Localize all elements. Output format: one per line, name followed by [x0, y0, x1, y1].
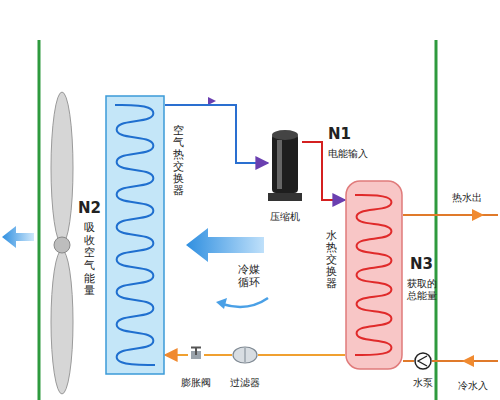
coil — [115, 105, 155, 365]
exchanger-body — [106, 96, 164, 374]
node-label: 空气热交换器 — [173, 125, 184, 198]
node-label: 膨胀阀 — [181, 376, 211, 390]
node-outline — [345, 180, 403, 370]
water-pump: 水泵 — [414, 352, 432, 370]
node-outline — [105, 95, 165, 375]
compressor: 压缩机 — [268, 128, 302, 203]
air-heat-exchanger: 空气热交换器 — [105, 95, 165, 375]
frame-line — [38, 40, 41, 400]
energy-callout: N3 — [410, 256, 433, 273]
energy-note: 吸收空气能量 — [84, 222, 95, 298]
compressor-top — [272, 130, 298, 140]
airflow-arrow — [186, 228, 264, 262]
refrigerant-pipe — [204, 354, 232, 356]
cycle-arrow — [222, 298, 268, 307]
node-outline — [414, 352, 432, 370]
compressor-base — [268, 193, 302, 201]
node-label: 压缩机 — [270, 210, 300, 224]
water-heat-exchanger: 水热交换器 — [345, 180, 403, 370]
refrigerant-pipe — [258, 354, 345, 356]
fan — [51, 92, 73, 394]
flow-arrow — [462, 355, 474, 367]
flow-arrow — [208, 97, 216, 105]
node-label: 水泵 — [413, 376, 433, 390]
pipe-label: 热水出 — [452, 192, 482, 204]
compressor-body — [272, 134, 298, 193]
node-outline — [188, 346, 204, 364]
energy-callout: N2 — [78, 200, 101, 217]
pump-impeller — [418, 356, 427, 366]
valve-handle — [191, 347, 201, 349]
refrigerant-pipe — [165, 354, 188, 356]
cycle-label: 冷媒循环 — [238, 264, 262, 289]
cycle-arrow-head — [216, 298, 227, 309]
refrigerant-pipe — [403, 360, 414, 362]
pump-body — [415, 353, 431, 369]
flow-arrow — [472, 209, 484, 221]
energy-note: 获取的总能量 — [407, 278, 438, 301]
energy-callout: N1 — [328, 126, 351, 143]
node-label: 水热交换器 — [326, 230, 337, 290]
filter: 过滤器 — [232, 346, 258, 364]
node-outline — [232, 346, 258, 364]
exchanger-body — [346, 181, 402, 369]
filter-mesh — [245, 348, 246, 362]
compressor-shine — [277, 140, 282, 189]
pipe-label: 冷水入 — [458, 380, 488, 392]
energy-note: 电能输入 — [328, 148, 368, 160]
node-label: 过滤器 — [230, 376, 260, 390]
node-outline — [268, 128, 302, 203]
coil — [355, 195, 391, 355]
frame-line — [435, 40, 438, 400]
airflow-arrow — [2, 226, 34, 248]
filter-body — [233, 347, 257, 363]
expansion-valve: 膨胀阀 — [188, 346, 204, 364]
